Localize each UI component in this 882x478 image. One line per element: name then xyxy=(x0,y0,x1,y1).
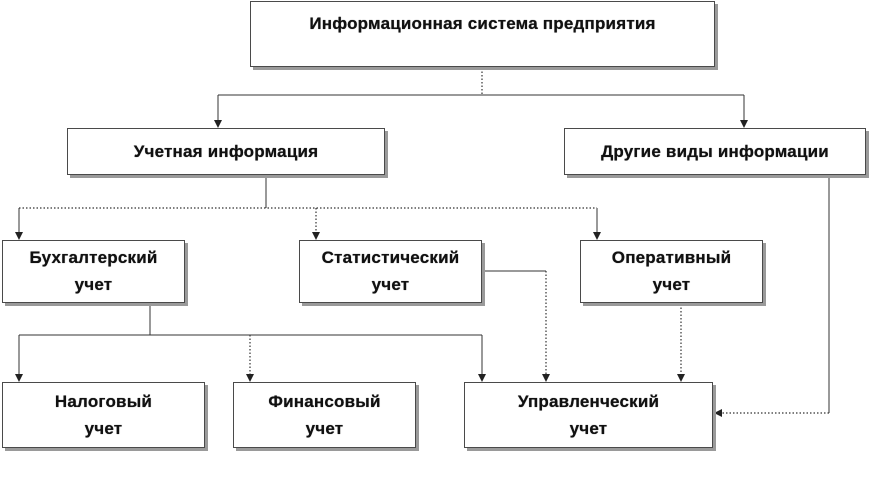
node-operational: Оперативный учет xyxy=(580,240,763,303)
node-financial: Финансовый учет xyxy=(233,382,416,448)
arrow-buh xyxy=(15,232,23,240)
node-tax: Налоговый учет xyxy=(2,382,205,448)
arrow-upr-buh xyxy=(478,374,486,382)
arrow-stat xyxy=(312,232,320,240)
node-bookkeeping: Бухгалтерский учет xyxy=(2,240,185,303)
arrow-upr-other xyxy=(714,409,722,417)
node-label: Бухгалтерский учет xyxy=(29,248,158,294)
node-label: Информационная система предприятия xyxy=(309,14,656,33)
arrow-oper xyxy=(593,232,601,240)
node-statistical: Статистический учет xyxy=(299,240,482,303)
node-accounting-info: Учетная информация xyxy=(67,128,385,175)
arrow-fin xyxy=(246,374,254,382)
node-managerial: Управленческий учет xyxy=(464,382,713,448)
node-label: Оперативный учет xyxy=(611,248,732,294)
node-label: Налоговый учет xyxy=(54,392,153,438)
arrow-other xyxy=(740,120,748,128)
node-other-info: Другие виды информации xyxy=(564,128,866,175)
node-label: Учетная информация xyxy=(133,142,319,161)
arrow-nalog xyxy=(15,374,23,382)
node-label: Финансовый учет xyxy=(268,392,381,438)
arrow-upr-oper xyxy=(677,374,685,382)
arrow-uchet xyxy=(214,120,222,128)
node-label: Управленческий учет xyxy=(517,392,660,438)
node-information-system: Информационная система предприятия xyxy=(250,1,715,67)
arrow-upr-stat xyxy=(542,374,550,382)
node-label: Другие виды информации xyxy=(601,142,829,161)
node-label: Статистический учет xyxy=(321,248,460,294)
